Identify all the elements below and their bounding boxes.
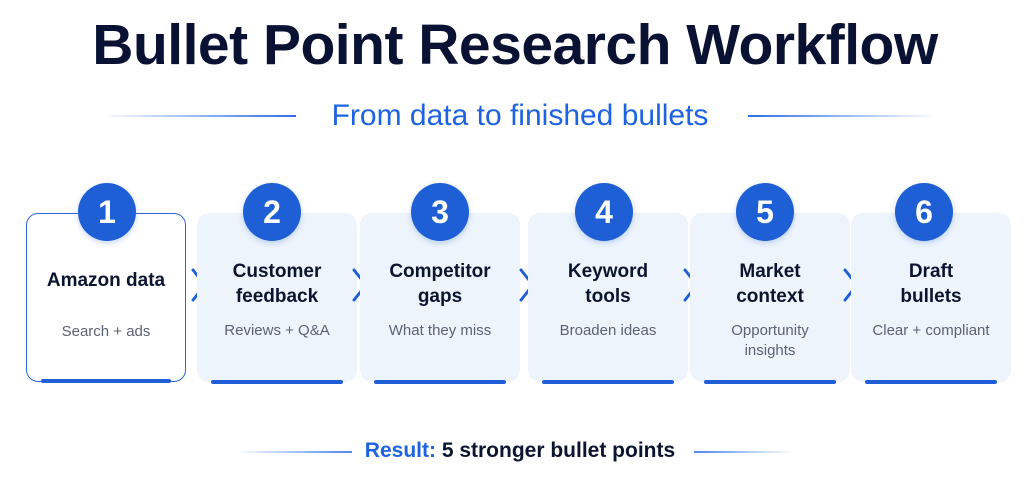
result-label: Result:: [364, 439, 436, 462]
subtitle-row: From data to finished bullets: [0, 96, 1030, 136]
step-description: Broaden ideas: [559, 322, 657, 339]
step-underline: [865, 380, 997, 384]
step-name: Customer feedback: [232, 261, 322, 307]
step-number-badge-1: 1: [78, 183, 136, 241]
step-description: Clear + compliant: [872, 322, 990, 339]
step-number-badge-3: 3: [411, 183, 469, 241]
result-divider-left: [236, 451, 352, 453]
step-underline: [211, 380, 343, 384]
subtitle-divider-right: [748, 115, 938, 117]
step-number-badge-5: 5: [736, 183, 794, 241]
step-name: Keyword tools: [567, 261, 649, 307]
step-name: Amazon data: [46, 270, 166, 291]
result-divider-right: [694, 451, 794, 453]
page-subtitle: From data to finished bullets: [331, 99, 709, 132]
result-text: Result: 5 stronger bullet points: [360, 436, 680, 466]
subtitle-divider-left: [100, 115, 296, 117]
step-description: Reviews + Q&A: [224, 322, 330, 339]
step-card-6: Draft bullets Clear + compliant: [851, 213, 1011, 384]
step-number-badge-2: 2: [243, 183, 301, 241]
step-name: Draft bullets: [900, 261, 962, 307]
step-underline: [41, 379, 171, 383]
step-card-5: Market context Opportunity insights: [690, 213, 850, 384]
step-number-badge-4: 4: [575, 183, 633, 241]
result-value: 5 stronger bullet points: [441, 439, 676, 462]
step-card-1: Amazon data Search + ads: [26, 213, 186, 383]
step-card-4: Keyword tools Broaden ideas: [528, 213, 688, 384]
step-underline: [704, 380, 836, 384]
step-card-2: Customer feedback Reviews + Q&A: [197, 213, 357, 384]
page-title: Bullet Point Research Workflow: [92, 13, 938, 77]
result-row: Result: 5 stronger bullet points: [0, 436, 1030, 466]
step-name: Market context: [736, 261, 804, 307]
step-number-badge-6: 6: [895, 183, 953, 241]
step-name: Competitor gaps: [389, 261, 491, 307]
step-description: Opportunity insights: [731, 322, 809, 359]
step-card-3: Competitor gaps What they miss: [360, 213, 520, 384]
step-description: What they miss: [388, 322, 492, 339]
step-underline: [542, 380, 674, 384]
step-underline: [374, 380, 506, 384]
step-description: Search + ads: [61, 323, 151, 340]
